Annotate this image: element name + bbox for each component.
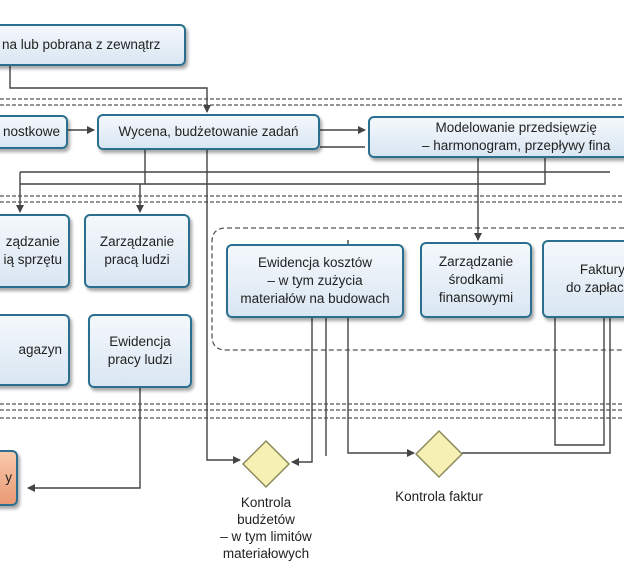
labor-record-node[interactable]: Ewidencja pracy ludzi	[88, 314, 192, 388]
finance-node[interactable]: Zarządzanie środkami finansowymi	[420, 242, 532, 318]
external-source-node[interactable]: na lub pobrana z zewnątrz	[0, 24, 186, 66]
warehouse-node[interactable]: agazyn	[0, 314, 70, 386]
invoice-control-gateway	[414, 429, 464, 479]
valuation-node[interactable]: Wycena, budżetowanie zadań	[97, 114, 320, 150]
modeling-node[interactable]: Modelowanie przedsięwzię – harmonogram, …	[368, 116, 624, 158]
invoice-control-label: Kontrola faktur	[395, 489, 483, 504]
orange-process-node[interactable]: y	[0, 450, 18, 506]
budget-control-gateway	[241, 439, 291, 489]
labor-management-node[interactable]: Zarządzanie pracą ludzi	[84, 214, 190, 288]
cost-center-node[interactable]: nostkowe	[0, 115, 68, 149]
equipment-node[interactable]: ządzanie ią sprzętu	[0, 214, 70, 288]
accounting-group-frame	[211, 227, 624, 351]
cost-record-node[interactable]: Ewidencja kosztów – w tym zużycia materi…	[226, 244, 404, 318]
budget-control-label: Kontrola budżetów – w tym limitów materi…	[220, 495, 312, 561]
invoices-node[interactable]: Faktury do zapłacen	[542, 240, 624, 318]
